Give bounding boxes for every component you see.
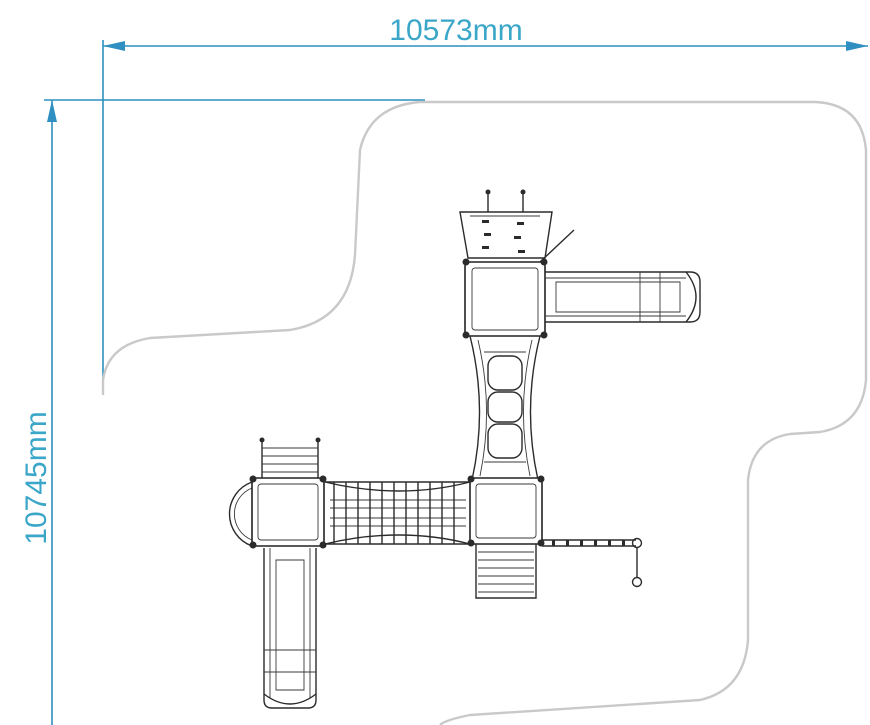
width-dimension: 10573mm xyxy=(102,14,868,392)
left-top-ladder xyxy=(259,437,321,478)
slide-bottom-left xyxy=(263,548,317,709)
tower-left xyxy=(228,437,327,549)
middle-steps xyxy=(475,544,537,599)
height-dimension: 10745mm xyxy=(20,99,425,725)
horizontal-bridge xyxy=(324,481,471,545)
top-deck xyxy=(464,261,546,337)
width-dimension-label: 10573mm xyxy=(389,14,522,47)
top-climbing-panel xyxy=(459,189,575,263)
safety-zone-boundary xyxy=(101,100,868,725)
tower-middle xyxy=(467,475,643,599)
vertical-bridge xyxy=(469,335,541,481)
middle-deck xyxy=(469,477,543,545)
slide-top-right xyxy=(545,271,701,323)
tower-top xyxy=(459,189,575,339)
height-dimension-label: 10745mm xyxy=(20,411,53,544)
left-deck xyxy=(251,477,325,547)
horizontal-climber xyxy=(542,537,643,588)
